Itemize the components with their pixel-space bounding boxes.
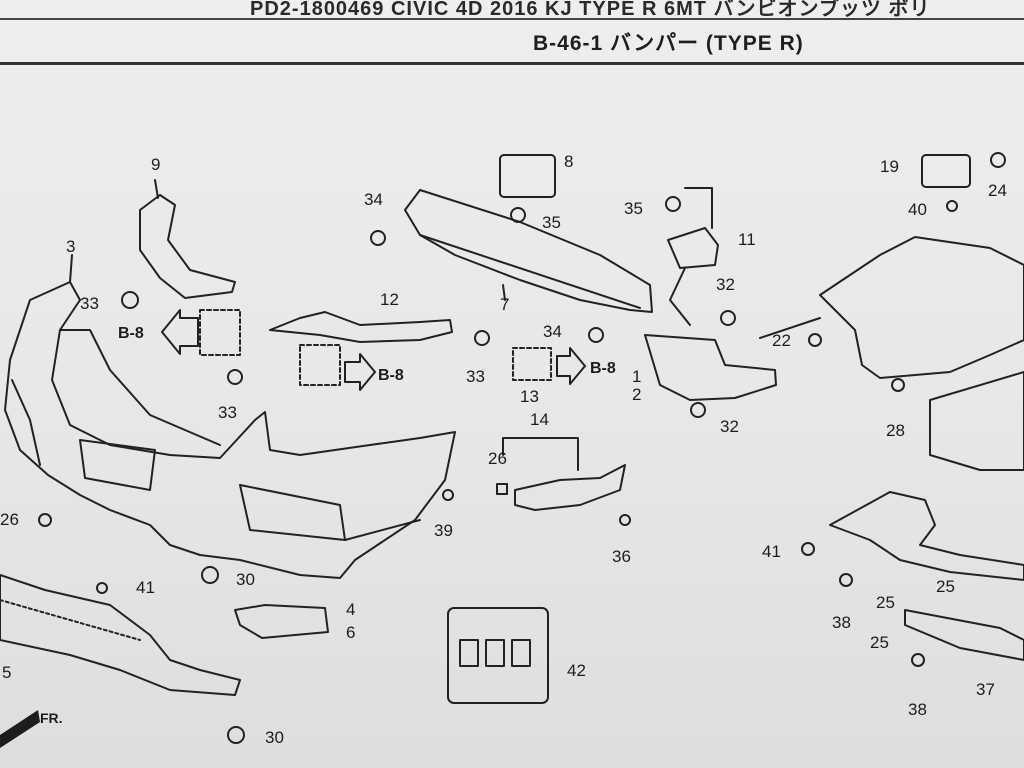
callout-35-b: 35 [624, 199, 643, 218]
callout-26-a: 26 [488, 449, 507, 468]
arrow-right-b8-a [344, 353, 376, 391]
rear-garnish-shape [829, 491, 1024, 581]
side-bracket-shape [644, 334, 777, 401]
callout-14: 14 [530, 410, 549, 429]
lower-grille-shape [0, 574, 241, 696]
callout-42: 42 [567, 661, 586, 680]
bracket-14-shape [514, 464, 626, 511]
arrow-right-b8-b [556, 347, 586, 385]
callout-32-b: 32 [720, 417, 739, 436]
front-bumper-shape [4, 281, 456, 579]
callout-11: 11 [738, 230, 756, 249]
license-plate-bracket-shape [447, 607, 549, 704]
callout-25-b: 25 [876, 593, 895, 612]
clip-8-shape [499, 154, 556, 198]
callout-30-a: 30 [236, 570, 255, 589]
callout-41-a: 41 [136, 578, 155, 597]
callout-36: 36 [612, 547, 631, 566]
callout-13: 13 [520, 387, 539, 406]
callout-25-a: 25 [936, 577, 955, 596]
bracket-12-shape [269, 311, 453, 343]
reference-label-b8-center: B-8 [378, 367, 404, 384]
fog-cover-shape [234, 604, 329, 639]
rear-bumper-shape [819, 236, 1024, 379]
callout-4: 4 [346, 600, 355, 619]
callout-38-a: 38 [832, 613, 851, 632]
callout-38-b: 38 [908, 700, 927, 719]
callout-33-c: 33 [466, 367, 485, 386]
reference-label-b8-left: B-8 [118, 325, 144, 342]
header: PD2-1800469 CIVIC 4D 2016 KJ TYPE R 6MT … [0, 0, 1024, 65]
callout-39: 39 [434, 521, 453, 540]
front-marker-label: FR. [40, 710, 63, 726]
bumper-beam-shape [404, 189, 653, 313]
callout-34-b: 34 [543, 322, 562, 341]
callout-34-a: 34 [364, 190, 383, 209]
callout-22: 22 [772, 331, 791, 350]
callout-12: 12 [380, 290, 399, 309]
arrow-left-b8 [161, 309, 199, 355]
callout-19: 19 [880, 157, 899, 176]
callout-40: 40 [908, 200, 927, 219]
callout-25-c: 25 [870, 633, 889, 652]
callout-3: 3 [66, 237, 75, 256]
header-rule [0, 18, 1024, 20]
callout-33-b: 33 [218, 403, 237, 422]
callout-6: 6 [346, 623, 355, 642]
document-header-text: PD2-1800469 CIVIC 4D 2016 KJ TYPE R 6MT … [250, 0, 931, 20]
callout-2: 2 [632, 385, 641, 404]
section-title: B-46-1 バンパー (TYPE R) [533, 32, 804, 55]
callout-30-b: 30 [265, 728, 284, 747]
callout-7: 7 [500, 295, 509, 314]
callout-37: 37 [976, 680, 995, 699]
bracket-11-shape [667, 227, 719, 269]
callout-35-a: 35 [542, 213, 561, 232]
callout-24: 24 [988, 181, 1007, 200]
callout-8: 8 [564, 152, 573, 171]
callout-9: 9 [151, 155, 160, 174]
callout-32-a: 32 [716, 275, 735, 294]
callout-41-b: 41 [762, 542, 781, 561]
callout-26-b: 26 [0, 510, 19, 529]
callout-1: 1 [632, 367, 641, 386]
callout-33-a: 33 [80, 294, 99, 313]
upper-bracket-shape [139, 194, 236, 299]
callout-28: 28 [886, 421, 905, 440]
reference-label-b8-right: B-8 [590, 360, 616, 377]
callout-5: 5 [2, 663, 11, 682]
front-direction-arrow [0, 710, 40, 748]
